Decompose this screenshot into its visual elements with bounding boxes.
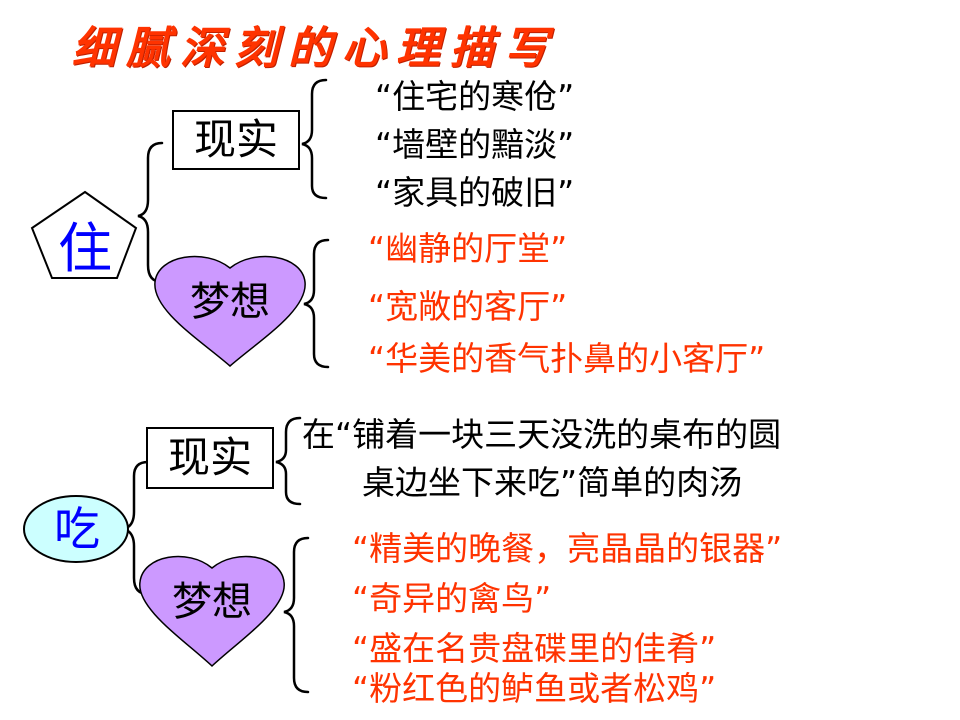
- chi-reality-item: 在“铺着一块三天没洗的桌布的圆: [302, 415, 782, 454]
- zhu-dream-label: 梦想: [190, 279, 270, 325]
- chi-dream-item: “奇异的禽鸟”: [352, 579, 552, 618]
- zhu-reality-label: 现实: [193, 115, 278, 164]
- chi-dream-label: 梦想: [172, 579, 252, 625]
- chi-heart: [139, 555, 285, 668]
- zhu-main-bracket: [137, 141, 164, 284]
- chi-reality-box: 现实: [146, 427, 274, 489]
- chi-dream-item: “精美的晚餐，亮晶晶的银器”: [352, 529, 783, 568]
- zhu-pentagon: [30, 190, 138, 279]
- chi-reality-label: 现实: [167, 433, 252, 482]
- zhu-dream-item: “幽静的厅堂”: [368, 229, 568, 268]
- zhu-dream-item: “华美的香气扑鼻的小客厅”: [368, 339, 766, 378]
- zhu-dream-item: “宽敞的客厅”: [368, 287, 568, 326]
- zhu-reality-item: “墙壁的黯淡”: [375, 125, 575, 164]
- chi-dream-item: “盛在名贵盘碟里的佳肴”: [352, 629, 717, 668]
- zhu-reality-box: 现实: [172, 110, 300, 170]
- zhu-reality-item: “家具的破旧”: [375, 173, 575, 212]
- zhu-heart: [154, 255, 306, 367]
- chi-dream-bracket: [283, 536, 310, 694]
- chi-reality-bracket: [275, 416, 302, 506]
- zhu-reality-bracket: [301, 78, 328, 200]
- zhu-dream-bracket: [303, 238, 330, 369]
- zhu-reality-item: “住宅的寒伧”: [375, 77, 575, 116]
- page-title: 细腻深刻的心理描写: [72, 23, 558, 74]
- chi-root-label: 吃: [54, 502, 100, 556]
- chi-reality-item: 桌边坐下来吃”简单的肉汤: [362, 463, 743, 502]
- chi-dream-item: “粉红色的鲈鱼或者松鸡”: [352, 669, 717, 708]
- chi-oval: [23, 495, 129, 563]
- zhu-root-label: 住: [58, 217, 112, 280]
